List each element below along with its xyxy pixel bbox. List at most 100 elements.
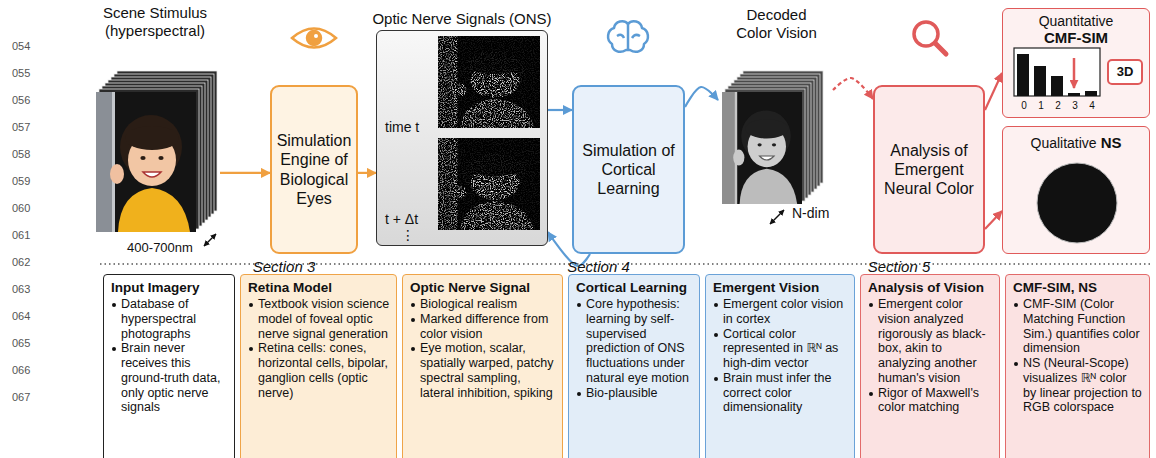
bullet-text: CMF-SIM (Color Matching Function Sim.) q… bbox=[1013, 297, 1143, 356]
bullet-text: Textbook vision science model of foveal … bbox=[248, 297, 390, 341]
summary-box: CMF-SIM, NS CMF-SIM (Color Matching Funct… bbox=[1005, 274, 1150, 458]
dimension-label: N-dim bbox=[792, 205, 829, 221]
decoded-stack bbox=[722, 71, 823, 224]
axis-tick: 3 bbox=[1069, 100, 1081, 112]
panel-title: Optic Nerve Signals (ONS) bbox=[347, 10, 577, 27]
eye-icon-part bbox=[307, 31, 321, 45]
hyperspectral-stack bbox=[96, 71, 217, 246]
summary-box: Cortical LearningCore hypothesis: learni… bbox=[568, 274, 700, 458]
line-number: 064 bbox=[12, 310, 30, 322]
neural-scope-view-part bbox=[1002, 126, 1150, 254]
bullet-text: Eye motion, scalar, spatially warped, pa… bbox=[410, 341, 556, 400]
bar-chart-part bbox=[1085, 91, 1097, 96]
bullet-text: Rigor of Maxwell's color matching bbox=[868, 386, 993, 416]
optic-nerve-panel-part bbox=[438, 36, 540, 128]
summary-box: Analysis of VisionEmergent color vision … bbox=[860, 274, 1000, 458]
neural-scope-view-part bbox=[1037, 163, 1117, 243]
box-heading: Analysis of Vision bbox=[868, 280, 993, 295]
decoded-title: Decoded Color Vision bbox=[729, 6, 824, 42]
bar-chart-part bbox=[1002, 8, 1150, 118]
flow-arrow bbox=[548, 109, 572, 111]
result-title: CMF-SIM bbox=[1003, 29, 1149, 46]
process-label: Analysis of Emergent Neural Color bbox=[879, 141, 979, 199]
line-number: 061 bbox=[12, 229, 30, 241]
flow-arrow bbox=[685, 87, 718, 107]
line-number: 066 bbox=[12, 364, 30, 376]
hyperspectral-stack-part bbox=[96, 92, 196, 232]
flow-arrow bbox=[833, 78, 873, 99]
bullet-text: Database of hyperspectral photographs bbox=[111, 297, 228, 341]
flow-arrow bbox=[358, 172, 376, 174]
flow-arrow bbox=[220, 172, 270, 174]
line-number: 054 bbox=[12, 40, 30, 52]
neural-scope-view-part bbox=[1032, 152, 1122, 278]
line-number: 063 bbox=[12, 283, 30, 295]
decoded-stack-part bbox=[722, 92, 802, 204]
box-heading: Input Imagery bbox=[111, 280, 228, 295]
flow-arrow bbox=[985, 211, 1002, 229]
bullet-text: Bio-plausible bbox=[576, 386, 693, 401]
time-label: t + Δt bbox=[385, 211, 418, 227]
brain-icon bbox=[608, 21, 648, 52]
bar-chart bbox=[1002, 8, 1150, 118]
flow-arrow bbox=[985, 73, 1002, 110]
bullet-text: Cortical color represented in ℝᴺ as high… bbox=[713, 327, 848, 371]
bar-chart-part bbox=[1068, 93, 1080, 96]
box-heading: CMF-SIM, NS bbox=[1013, 280, 1143, 295]
bullet-text: Brain must infer the correct color dimen… bbox=[713, 371, 848, 415]
box-heading: Cortical Learning bbox=[576, 280, 693, 295]
line-number: 059 bbox=[12, 175, 30, 187]
axis-tick: 1 bbox=[1035, 100, 1047, 112]
optic-nerve-panel-part bbox=[438, 138, 540, 230]
result-title: NS bbox=[1101, 134, 1122, 151]
bullet-text: Brain never receives this ground-truth d… bbox=[111, 341, 228, 415]
neural-scope-view bbox=[1002, 126, 1150, 278]
result-heading: Qualitative bbox=[1031, 135, 1097, 151]
process-label: Simulation Engine of Biological Eyes bbox=[276, 131, 352, 208]
process-label: Simulation of Cortical Learning bbox=[578, 141, 679, 199]
optic-nerve-panel bbox=[376, 30, 548, 246]
line-number: 055 bbox=[12, 67, 30, 79]
process-box: Analysis of Emergent Neural ColorSection… bbox=[873, 85, 985, 254]
magnifier-icon-part bbox=[935, 43, 946, 54]
eye-icon bbox=[292, 29, 336, 48]
brain-icon-part bbox=[627, 24, 630, 50]
bar-chart-part bbox=[1073, 58, 1076, 88]
bullet-text: NS (Neural-Scope) visualizes ℝᴺ color by… bbox=[1013, 356, 1143, 415]
wavelength-label: 400-700nm bbox=[120, 240, 200, 255]
process-box: Simulation Engine of Biological EyesSect… bbox=[270, 85, 358, 254]
summary-box: Emergent VisionEmergent color vision in … bbox=[705, 274, 855, 458]
bullet-text: Core hypothesis: learning by self-superv… bbox=[576, 297, 693, 386]
line-number: 057 bbox=[12, 121, 30, 133]
time-label: time t bbox=[385, 119, 419, 135]
stimulus-group: Scene Stimulus (hyperspectral)400-700nm bbox=[90, 4, 220, 256]
box-heading: Emergent Vision bbox=[713, 280, 848, 295]
line-number: 067 bbox=[12, 391, 30, 403]
bar-chart-part bbox=[1034, 66, 1046, 96]
optic-nerve-panel-part bbox=[438, 36, 540, 128]
bullet-text: Biological realism bbox=[410, 297, 556, 312]
line-number: 062 bbox=[12, 256, 30, 268]
ellipsis-mark: ⋮ bbox=[401, 227, 415, 243]
bar-chart-part bbox=[1014, 48, 1100, 96]
optic-nerve-panel-part bbox=[438, 138, 540, 230]
bullet-text: Emergent color vision in cortex bbox=[713, 297, 848, 327]
axis-tick: 0 bbox=[1018, 100, 1030, 112]
magnifier-icon bbox=[914, 22, 946, 54]
box-heading: Optic Nerve Signal bbox=[410, 280, 556, 295]
decoded-stack-part bbox=[770, 210, 784, 224]
line-number: 056 bbox=[12, 94, 30, 106]
result-box: QuantitativeCMF-SIM012343D bbox=[1002, 8, 1150, 118]
line-number: 058 bbox=[12, 148, 30, 160]
line-number: 065 bbox=[12, 337, 30, 349]
eye-icon-part bbox=[314, 34, 318, 38]
summary-box: Input ImageryDatabase of hyperspectral p… bbox=[103, 274, 235, 458]
summary-box: Optic Nerve SignalBiological realismMark… bbox=[402, 274, 563, 458]
brain-icon-part bbox=[617, 35, 624, 38]
brain-icon-part bbox=[632, 35, 640, 38]
line-number: 060 bbox=[12, 202, 30, 214]
summary-box: Retina ModelTextbook vision science mode… bbox=[240, 274, 397, 458]
axis-tick: 2 bbox=[1052, 100, 1064, 112]
bullet-text: Emergent color vision analyzed rigorousl… bbox=[868, 297, 993, 386]
eye-icon-part bbox=[292, 29, 336, 48]
